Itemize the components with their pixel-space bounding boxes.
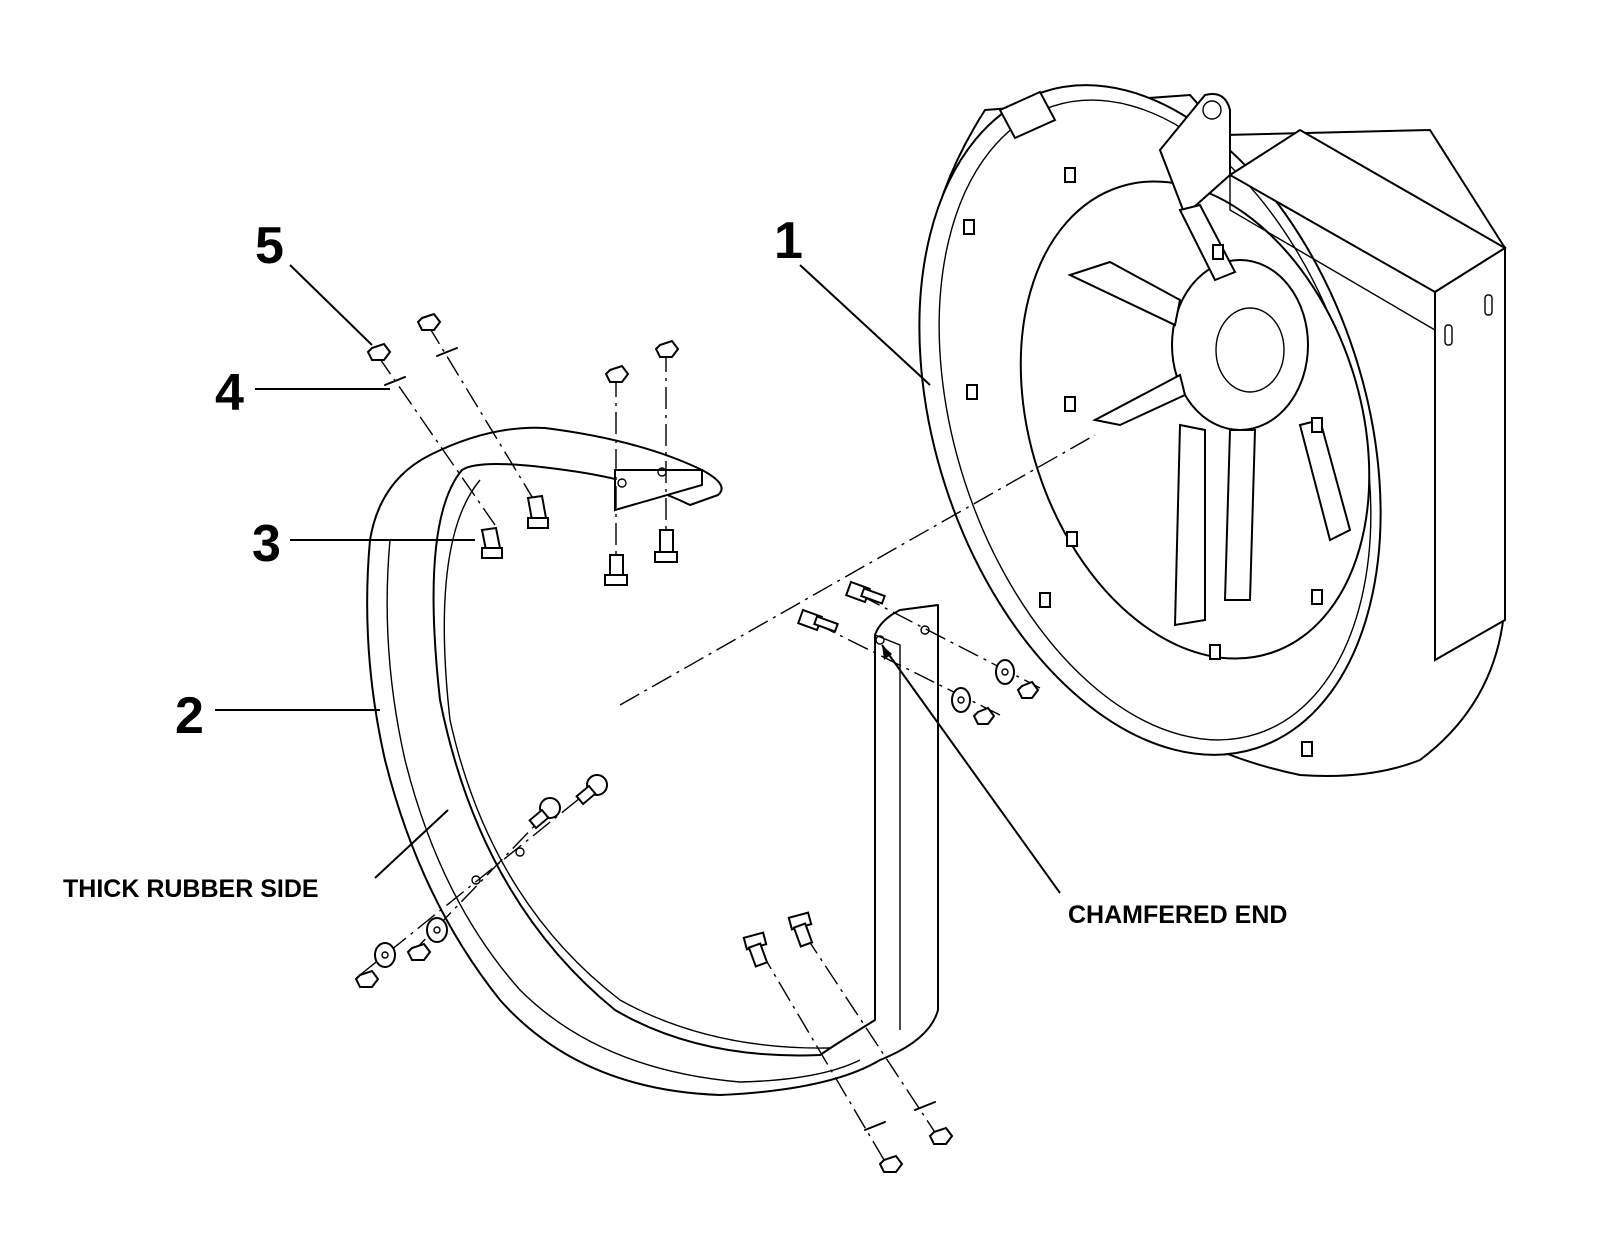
callout-item-3: 3 bbox=[252, 515, 281, 573]
callout-item-1: 1 bbox=[774, 212, 803, 270]
fastener-group-left bbox=[354, 774, 608, 988]
fastener-group-top bbox=[366, 312, 680, 586]
blower-housing bbox=[918, 84, 1507, 777]
callout-item-2: 2 bbox=[175, 687, 204, 745]
arrowhead-chamfered-end bbox=[882, 645, 892, 660]
fastener-group-bottom bbox=[742, 911, 954, 1173]
washer-item-4 bbox=[384, 376, 406, 386]
rubber-seal-strip bbox=[366, 426, 939, 1096]
bolt-item-3 bbox=[480, 526, 502, 552]
note-thick-rubber-side: THICK RUBBER SIDE bbox=[63, 875, 319, 903]
leader-thick-rubber-side bbox=[374, 809, 449, 879]
leader-chamfered-end bbox=[881, 644, 1061, 894]
nut-item-5 bbox=[366, 342, 392, 361]
center-axis-line bbox=[619, 434, 1096, 706]
callout-item-4: 4 bbox=[215, 364, 244, 422]
leader-item-1 bbox=[799, 264, 931, 386]
note-chamfered-end: CHAMFERED END bbox=[1068, 901, 1287, 929]
fastener-group-right bbox=[796, 580, 1041, 725]
leader-item-5 bbox=[289, 264, 373, 346]
callout-item-5: 5 bbox=[255, 217, 284, 275]
